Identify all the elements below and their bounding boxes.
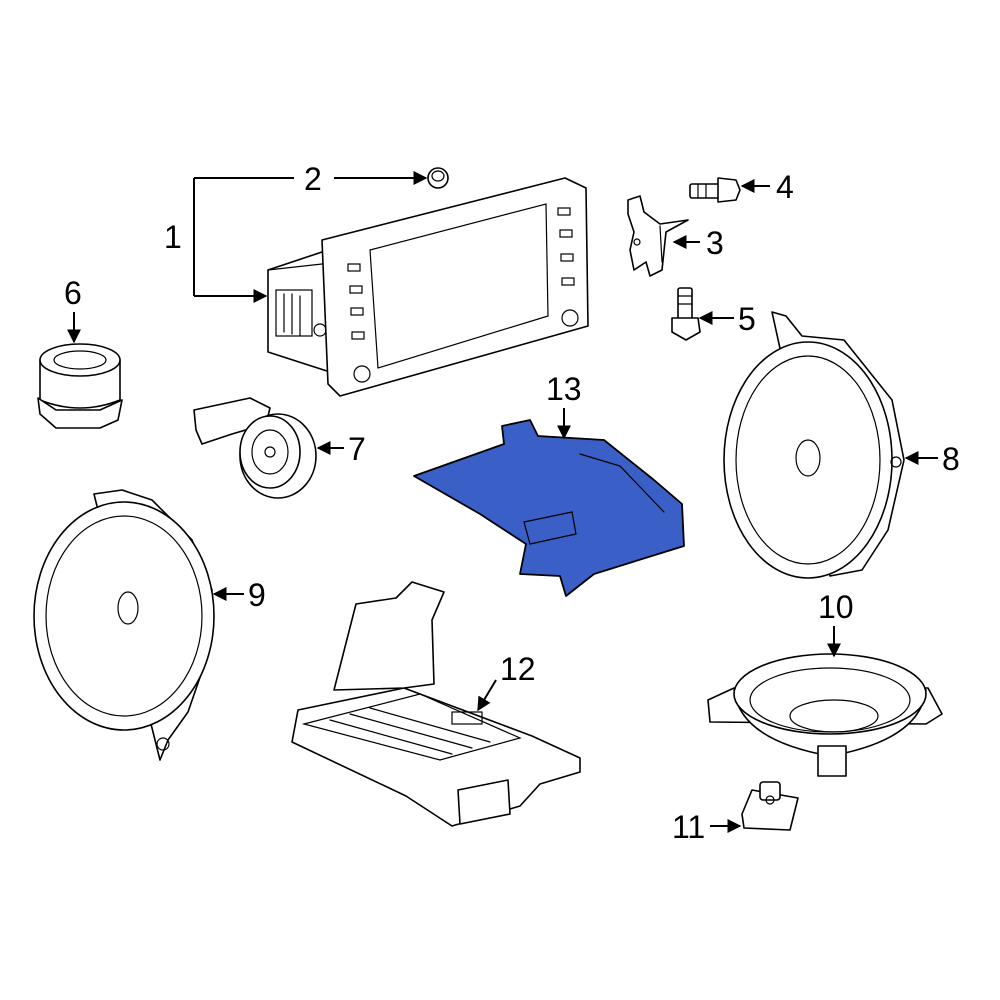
callout-7: 7 [348, 431, 366, 467]
callout-12: 12 [500, 651, 536, 687]
callout-8: 8 [942, 441, 960, 477]
callout-2: 2 [304, 161, 322, 197]
oval-speaker[interactable] [707, 653, 943, 777]
tweeter-speaker[interactable] [193, 397, 317, 499]
clip[interactable] [741, 781, 799, 831]
amplifier-module[interactable] [291, 581, 581, 827]
callout-4: 4 [776, 169, 794, 205]
leader-lines [67, 171, 938, 833]
tweeter-ring[interactable] [37, 343, 123, 429]
callout-3: 3 [706, 225, 724, 261]
bolt-horizontal[interactable] [689, 177, 741, 203]
screw-vertical[interactable] [671, 287, 701, 341]
cap-nut[interactable] [427, 167, 449, 189]
callout-10: 10 [818, 589, 854, 625]
highlighted-bracket[interactable] [413, 419, 685, 597]
mount-bracket[interactable] [627, 195, 689, 277]
callout-1: 1 [164, 219, 182, 255]
callout-9: 9 [248, 577, 266, 613]
speaker-left[interactable] [33, 489, 215, 761]
callout-11: 11 [672, 809, 705, 845]
callout-6: 6 [64, 275, 82, 311]
callout-13: 13 [546, 371, 582, 407]
callout-5: 5 [738, 301, 756, 337]
display-head-unit[interactable] [267, 177, 589, 397]
speaker-right[interactable] [723, 311, 905, 579]
